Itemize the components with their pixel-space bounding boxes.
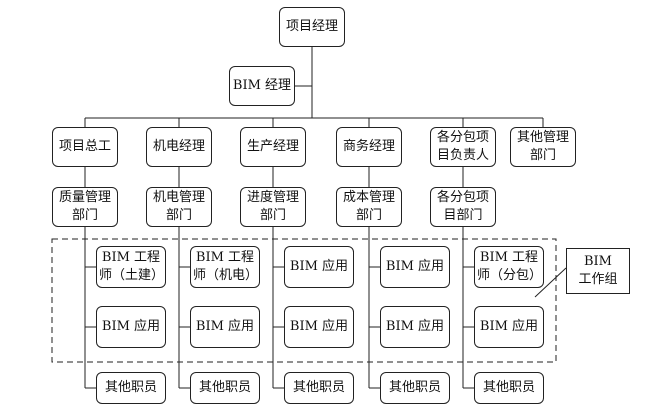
node-bim-app-row2-4: BIM 应用 [380,306,450,348]
node-other-management: 其他管理 部门 [510,127,576,167]
node-business-manager: 商务经理 [336,127,402,167]
node-mep-manager: 机电经理 [146,127,212,167]
node-cost-dept: 成本管理 部门 [336,187,402,227]
node-schedule-dept: 进度管理 部门 [240,187,306,227]
node-bim-engineer-civil: BIM 工程 师（土建） [96,246,166,288]
bim-group-boundary [51,238,557,363]
node-other-staff-1: 其他职员 [96,372,166,404]
node-other-staff-5: 其他职员 [474,372,544,404]
node-bim-manager: BIM 经理 [229,66,295,106]
node-bim-engineer-subcontract: BIM 工程 师（分包） [474,246,544,288]
node-production-manager: 生产经理 [240,127,306,167]
node-other-staff-3: 其他职员 [284,372,354,404]
node-bim-app-row2-1: BIM 应用 [96,306,166,348]
node-quality-dept: 质量管理 部门 [52,187,118,227]
node-other-staff-2: 其他职员 [190,372,260,404]
bim-group-callout-line [534,267,567,298]
node-bim-app-row2-5: BIM 应用 [474,306,544,348]
node-chief-engineer: 项目总工 [52,127,118,167]
node-subcontract-lead: 各分包项 目负责人 [430,127,496,167]
node-bim-engineer-mep: BIM 工程 师（机电） [190,246,260,288]
node-subcontract-dept: 各分包项 目部门 [430,187,496,227]
bim-group-label: BIM 工作组 [566,248,630,294]
node-bim-app-row1-4: BIM 应用 [380,246,450,288]
node-other-staff-4: 其他职员 [380,372,450,404]
node-bim-app-row2-3: BIM 应用 [284,306,354,348]
node-project-manager: 项目经理 [279,7,345,47]
node-mep-dept: 机电管理 部门 [146,187,212,227]
node-bim-app-row1-3: BIM 应用 [284,246,354,288]
node-bim-app-row2-2: BIM 应用 [190,306,260,348]
